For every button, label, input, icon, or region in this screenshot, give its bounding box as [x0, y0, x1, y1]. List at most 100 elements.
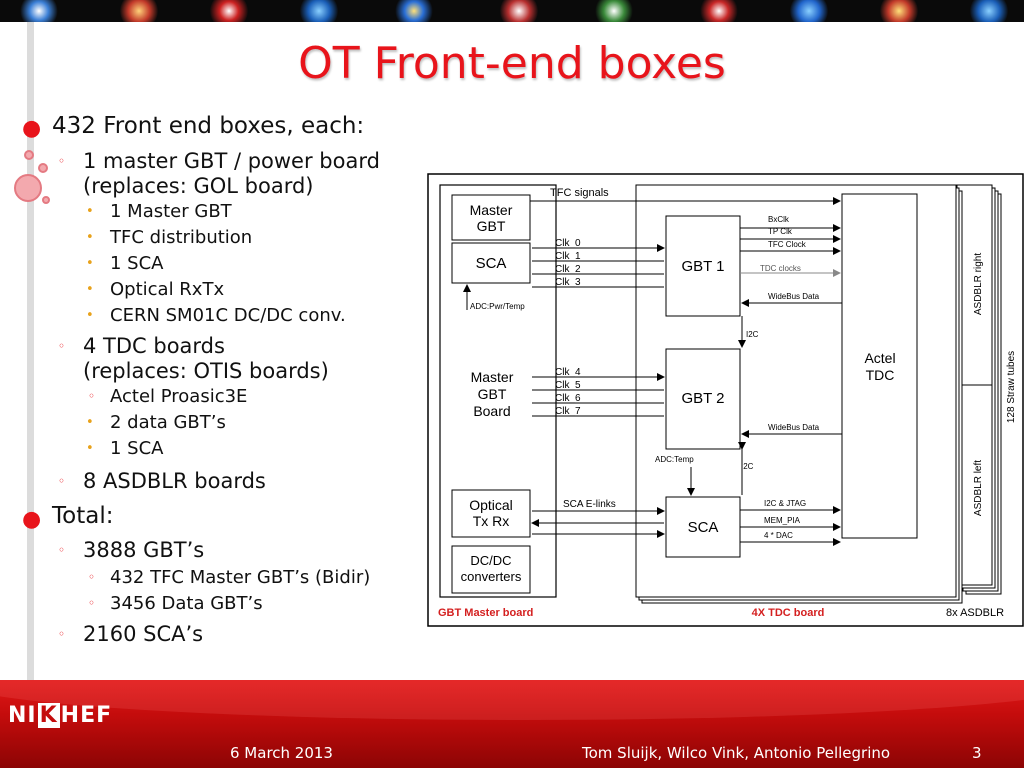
widebus2-label: WideBus Data: [768, 423, 820, 432]
bullet-item: 3888 GBT’s: [83, 538, 205, 562]
bullet-item: 1 SCA: [110, 438, 164, 459]
bullet-diamond-icon: •: [86, 415, 94, 430]
sca-mid-label: SCA: [688, 519, 719, 536]
bullet-item: 1 master GBT / power board: [83, 149, 380, 173]
footer-band: [0, 680, 1024, 768]
bullet-ring-icon: ◦: [58, 543, 66, 557]
bullet-item: 1 SCA: [110, 253, 164, 274]
asdblr-left-label: ASDBLR left: [973, 460, 984, 516]
decor-dot: [42, 196, 50, 204]
bullet-ring-icon: ◦: [58, 627, 66, 641]
clk-label: Clk_0: [555, 238, 581, 249]
gbt1-output-label: TP Clk: [768, 227, 793, 236]
bullet-item: 3456 Data GBT’s: [110, 593, 263, 614]
optical-box: [451, 489, 531, 538]
bullet-item: 2160 SCA’s: [83, 622, 204, 646]
sca-output-label: I2C & JTAG: [764, 499, 806, 508]
bullet-item: 432 TFC Master GBT’s (Bidir): [110, 567, 371, 588]
sca-box-master: [451, 242, 531, 284]
bullet-ring-icon: ◦: [58, 154, 66, 168]
master-gbt-box: [451, 194, 531, 241]
gbt1-output-label: WideBus Data: [768, 292, 820, 301]
bullet-item: (replaces: OTIS boards): [83, 359, 329, 383]
gbt1-output-label: TDC clocks: [760, 264, 801, 273]
actel-tdc-box: [841, 193, 918, 539]
event-display-image: [880, 0, 918, 22]
decor-dot: [24, 150, 34, 160]
gbt1-output-label: TFC Clock: [768, 240, 807, 249]
adc-temp-label: ADC:Temp: [655, 455, 694, 464]
event-display-image: [790, 0, 828, 22]
gbt2-box: [665, 348, 741, 450]
clk-label: Clk_6: [555, 393, 581, 404]
footer-date: 6 March 2013: [230, 744, 333, 762]
sca-box-tdc: [665, 496, 741, 558]
gbt1-box: [665, 215, 741, 317]
header-band: [0, 0, 1024, 22]
bullet-item: Total:: [52, 503, 114, 529]
footer-authors: Tom Sluijk, Wilco Vink, Antonio Pellegri…: [582, 744, 891, 762]
bullet-dot-icon: ●: [22, 116, 42, 141]
i2c2-label: I2C: [741, 462, 754, 471]
event-display-image: [300, 0, 338, 22]
gbt1-label: GBT 1: [681, 258, 724, 275]
footer-page-number: 3: [972, 744, 982, 762]
event-display-image: [395, 0, 433, 22]
sca-output-label: MEM_PIA: [764, 516, 801, 525]
bullet-diamond-icon: •: [86, 204, 94, 219]
event-display-image: [20, 0, 58, 22]
straw-tubes-label: 128 Straw tubes: [1006, 351, 1017, 423]
footer-wave: [0, 680, 1024, 720]
asdblr-caption: 8x ASDBLR: [946, 607, 1004, 619]
sca-output-label: 4 * DAC: [764, 531, 793, 540]
event-display-image: [595, 0, 633, 22]
bullet-dot-icon: ●: [22, 507, 42, 532]
decor-dot: [38, 163, 48, 173]
bullet-diamond-icon: •: [86, 230, 94, 245]
tdc-board-caption: 4X TDC board: [752, 607, 825, 619]
clk-label: Clk_7: [555, 406, 581, 417]
gbt2-label: GBT 2: [681, 390, 724, 407]
clk-label: Clk_1: [555, 251, 581, 262]
event-display-image: [970, 0, 1008, 22]
bullet-ring-icon: ◦: [58, 474, 66, 488]
tfc-signals-label: TFC signals: [550, 187, 609, 199]
clk-label: Clk_2: [555, 264, 581, 275]
left-rail: [27, 22, 34, 688]
bullet-ring-icon: ◦: [58, 339, 66, 353]
event-display-image: [210, 0, 248, 22]
asdblr-right-label: ASDBLR right: [973, 253, 984, 315]
i2c1-label: I2C: [746, 330, 759, 339]
decor-dot: [14, 174, 42, 202]
bullet-ring-icon: ◦: [88, 596, 96, 610]
event-display-image: [500, 0, 538, 22]
bullet-item: 1 Master GBT: [110, 201, 232, 222]
bullet-ring-icon: ◦: [88, 389, 96, 403]
bullet-diamond-icon: •: [86, 282, 94, 297]
bullet-item: Actel Proasic3E: [110, 386, 248, 407]
clk-label: Clk_3: [555, 277, 581, 288]
sca-elinks-label: SCA E-links: [563, 499, 616, 510]
dcdc-box: [451, 545, 531, 594]
bullet-diamond-icon: •: [86, 441, 94, 456]
gbt1-output-label: BxClk: [768, 215, 790, 224]
bullet-item: Optical RxTx: [110, 279, 225, 300]
sca-output-labels: I2C & JTAG MEM_PIA 4 * DAC: [764, 499, 806, 540]
slide-title: OT Front-end boxes: [298, 38, 726, 89]
master-board-caption: GBT Master board: [438, 607, 533, 619]
bullet-diamond-icon: •: [86, 256, 94, 271]
sca-top-label: SCA: [476, 255, 507, 272]
adc-pwr-label: ADC:Pwr/Temp: [470, 302, 525, 311]
bullet-item: 432 Front end boxes, each:: [52, 113, 365, 139]
bullet-item: 8 ASDBLR boards: [83, 469, 266, 493]
event-display-image: [700, 0, 738, 22]
